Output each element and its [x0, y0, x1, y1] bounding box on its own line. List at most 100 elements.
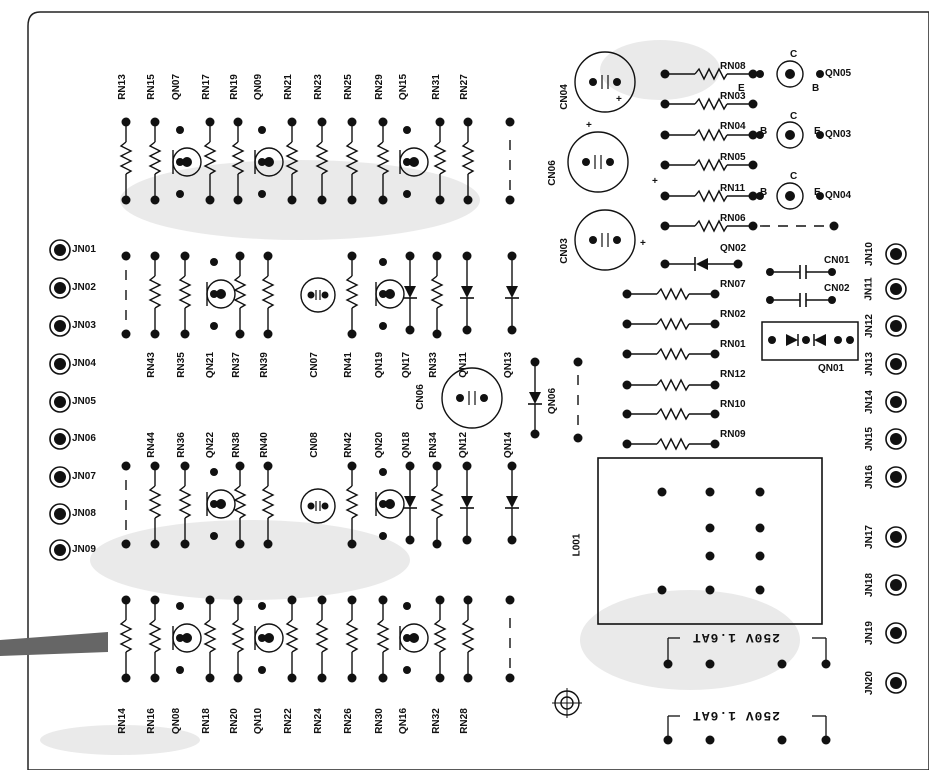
label-jn13: JN13 — [863, 352, 875, 376]
label-rn19: RN19 — [228, 74, 240, 100]
label-rn32: RN32 — [430, 708, 442, 734]
label-cn06: CN06 — [546, 160, 558, 186]
label-jn05: JN05 — [72, 396, 96, 407]
label-rn39: RN39 — [258, 352, 270, 378]
label-rn08: RN08 — [720, 61, 746, 72]
label-rn43: RN43 — [145, 352, 157, 378]
svg-text:+: + — [640, 238, 646, 249]
label-b: B — [812, 83, 820, 94]
label-jn07: JN07 — [72, 471, 96, 482]
mid-lower-components — [121, 460, 520, 550]
label-b: B — [760, 187, 768, 198]
label-rn07: RN07 — [720, 279, 746, 290]
label-jn17: JN17 — [863, 525, 875, 549]
label-qn22: QN22 — [205, 431, 217, 459]
label-cn07: CN07 — [308, 352, 320, 378]
label-rn16: RN16 — [145, 708, 157, 734]
label-rn42: RN42 — [342, 432, 354, 458]
mid-upper-components — [121, 250, 520, 340]
label-rn28: RN28 — [458, 708, 470, 734]
label-250v-1-6at: 250V 1.6AT — [692, 708, 781, 723]
label-qn02: QN02 — [720, 243, 747, 254]
label-rn44: RN44 — [145, 432, 157, 458]
label-qn12: QN12 — [458, 431, 470, 459]
label-rn04: RN04 — [720, 121, 746, 132]
label-qn15: QN15 — [398, 73, 410, 101]
label-rn06: RN06 — [720, 213, 746, 224]
label-cn06: CN06 — [414, 384, 426, 410]
label-jn12: JN12 — [863, 314, 875, 338]
label-cn04: CN04 — [558, 84, 570, 110]
fuse-2 — [663, 715, 831, 745]
label-rn02: RN02 — [720, 309, 746, 320]
label-rn17: RN17 — [200, 74, 212, 100]
label-rn01: RN01 — [720, 339, 746, 350]
label-c: C — [790, 171, 798, 182]
label-rn23: RN23 — [312, 74, 324, 100]
label-qn10: QN10 — [253, 707, 265, 735]
bottom-row-components — [120, 594, 515, 684]
label-jn15: JN15 — [863, 427, 875, 451]
l001-transformer — [597, 457, 823, 625]
board-outline — [27, 11, 929, 770]
label-qn07: QN07 — [171, 73, 183, 101]
qn06-zener — [528, 357, 542, 439]
label-rn13: RN13 — [116, 74, 128, 100]
label-rn29: RN29 — [373, 74, 385, 100]
label-e: E — [814, 187, 821, 198]
label-rn41: RN41 — [342, 352, 354, 378]
label-rn03: RN03 — [720, 91, 746, 102]
label-jn18: JN18 — [863, 573, 875, 597]
label-qn05: QN05 — [825, 68, 852, 79]
label-cn03: CN03 — [558, 238, 570, 264]
label-qn01: QN01 — [818, 363, 845, 374]
label-rn35: RN35 — [175, 352, 187, 378]
label-rn12: RN12 — [720, 369, 746, 380]
label-l001: L001 — [571, 533, 583, 557]
label-qn17: QN17 — [401, 351, 413, 379]
label-qn16: QN16 — [398, 707, 410, 735]
label-jn04: JN04 — [72, 358, 96, 369]
label-qn09: QN09 — [253, 73, 265, 101]
label-qn04: QN04 — [825, 190, 852, 201]
cn02-cap — [766, 293, 836, 307]
label-jn09: JN09 — [72, 544, 96, 555]
label-jn10: JN10 — [863, 242, 875, 266]
top-row-components — [120, 116, 515, 206]
label-rn18: RN18 — [200, 708, 212, 734]
label-jn20: JN20 — [863, 671, 875, 695]
label-jn02: JN02 — [72, 282, 96, 293]
label-250v-1-6at: 250V 1.6AT — [692, 630, 781, 645]
label-qn03: QN03 — [825, 129, 852, 140]
label-rn37: RN37 — [230, 352, 242, 378]
label-rn26: RN26 — [342, 708, 354, 734]
label-rn11: RN11 — [720, 183, 746, 194]
svg-text:+: + — [616, 94, 622, 105]
label-rn05: RN05 — [720, 152, 746, 163]
label-rn27: RN27 — [458, 74, 470, 100]
label-rn36: RN36 — [175, 432, 187, 458]
svg-text:+: + — [652, 176, 658, 187]
qn01-bridge — [761, 321, 859, 361]
label-qn14: QN14 — [503, 431, 515, 459]
label-cn01: CN01 — [824, 255, 850, 266]
label-qn11: QN11 — [457, 352, 469, 378]
label-rn33: RN33 — [427, 352, 439, 378]
label-rn40: RN40 — [258, 432, 270, 458]
fuse-1 — [663, 637, 831, 669]
label-rn20: RN20 — [228, 708, 240, 734]
label-jn19: JN19 — [863, 621, 875, 645]
label-qn08: QN08 — [171, 707, 183, 735]
label-jn06: JN06 — [72, 433, 96, 444]
label-rn14: RN14 — [116, 708, 128, 734]
label-qn13: QN13 — [503, 351, 515, 379]
label-jn14: JN14 — [863, 390, 875, 414]
label-jn08: JN08 — [72, 508, 96, 519]
label-qn21: QN21 — [205, 351, 217, 379]
label-cn08: CN08 — [308, 432, 320, 458]
label-rn38: RN38 — [230, 432, 242, 458]
label-qn06: QN06 — [547, 387, 559, 415]
label-rn21: RN21 — [282, 74, 294, 100]
label-rn09: RN09 — [720, 429, 746, 440]
